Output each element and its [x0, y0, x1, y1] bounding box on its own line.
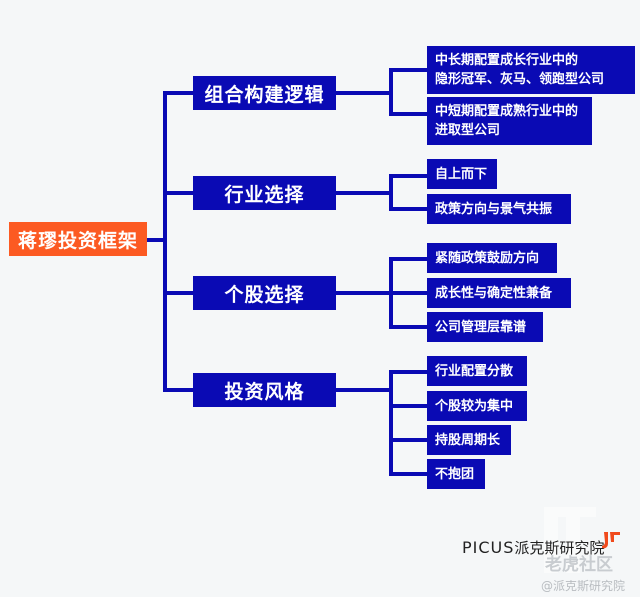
leaf-node: 公司管理层靠谱	[427, 312, 543, 342]
main-trunk	[163, 91, 167, 392]
watermark-handle: @派克斯研究院	[541, 579, 626, 593]
category-node-stock-selection: 个股选择	[193, 276, 336, 310]
cat1-connector	[336, 91, 391, 95]
cat4-leaf3-connector	[389, 438, 427, 442]
cat1-leaf1-connector	[389, 68, 427, 72]
leaf-node: 成长性与确定性兼备	[427, 278, 571, 308]
cat3-leaf1-connector	[389, 257, 427, 261]
leaf-node: 自上而下	[427, 159, 497, 189]
leaf-node: 不抱团	[427, 459, 485, 489]
leaf-node: 个股较为集中	[427, 391, 527, 421]
leaf-node: 紧随政策鼓励方向	[427, 243, 557, 273]
trunk-branch-2	[163, 191, 193, 195]
logo-cn: 派克斯研究院	[514, 539, 605, 557]
trunk-branch-4	[163, 388, 193, 392]
cat4-vertical	[389, 370, 393, 475]
cat4-leaf4-connector	[389, 472, 427, 476]
cat2-leaf1-connector	[389, 174, 427, 178]
cat1-vertical	[389, 68, 393, 116]
brand-mark-icon	[602, 532, 620, 549]
category-node-portfolio-logic: 组合构建逻辑	[193, 76, 336, 110]
root-node: 蒋璆投资框架	[9, 222, 147, 256]
logo-en: PICUS	[462, 538, 515, 557]
cat2-leaf2-connector	[389, 207, 427, 211]
cat1-leaf2-connector	[389, 112, 427, 116]
cat3-connector	[336, 291, 391, 295]
category-node-industry-selection: 行业选择	[193, 176, 336, 210]
cat3-leaf3-connector	[389, 325, 427, 329]
watermark-logo-icon	[544, 507, 596, 573]
cat4-leaf1-connector	[389, 370, 427, 374]
picus-logo: PICUS 派克斯研究院	[462, 537, 604, 558]
cat2-vertical	[389, 174, 393, 210]
trunk-branch-1	[163, 91, 193, 95]
trunk-branch-3	[163, 291, 193, 295]
cat2-connector	[336, 191, 391, 195]
leaf-node: 中长期配置成长行业中的 隐形冠军、灰马、领跑型公司	[427, 46, 635, 94]
cat3-leaf2-connector	[389, 291, 427, 295]
watermark-text: 老虎社区	[545, 555, 613, 575]
cat4-connector	[336, 388, 391, 392]
leaf-node: 行业配置分散	[427, 356, 527, 386]
root-connector	[147, 238, 167, 242]
cat4-leaf2-connector	[389, 404, 427, 408]
leaf-node: 政策方向与景气共振	[427, 194, 571, 224]
leaf-node: 持股周期长	[427, 425, 511, 455]
category-node-investment-style: 投资风格	[193, 373, 336, 407]
leaf-node: 中短期配置成熟行业中的 进取型公司	[427, 97, 592, 145]
